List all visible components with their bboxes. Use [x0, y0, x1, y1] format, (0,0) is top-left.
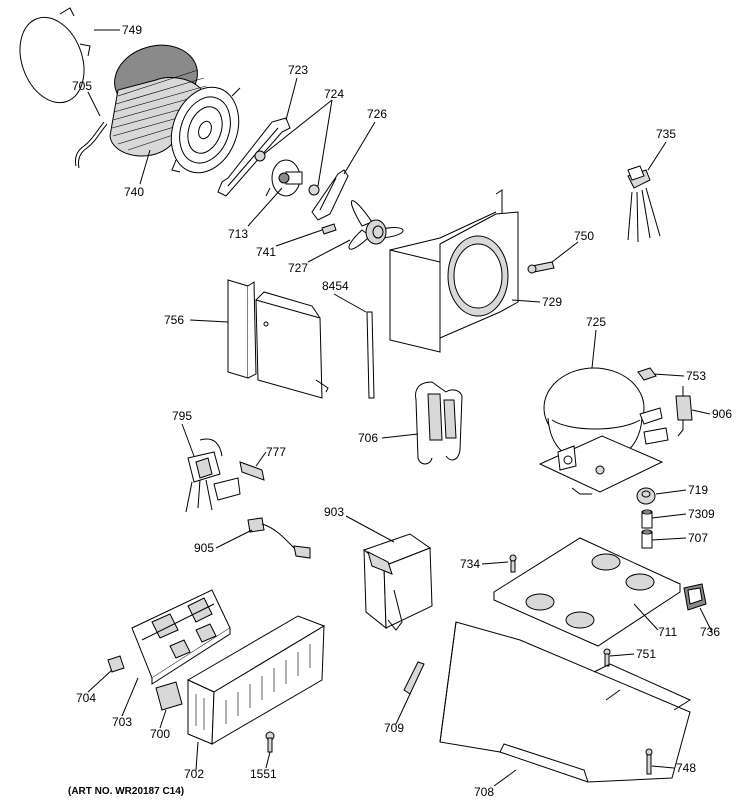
label-749[interactable]: 749 [122, 23, 142, 37]
part-725-compressor [538, 367, 669, 495]
label-8454[interactable]: 8454 [322, 279, 349, 293]
part-8454-strip [366, 311, 375, 399]
label-725[interactable]: 725 [586, 315, 606, 329]
art-number: (ART NO. WR20187 C14) [68, 786, 184, 797]
part-719-grommet [636, 487, 656, 505]
part-705-wire [75, 121, 108, 169]
part-751-screw [603, 648, 611, 667]
part-741-screw [321, 223, 337, 235]
part-724-grommet [254, 150, 320, 196]
label-777[interactable]: 777 [266, 445, 286, 459]
label-905[interactable]: 905 [194, 541, 214, 555]
label-706[interactable]: 706 [358, 431, 378, 445]
part-709-insulation [403, 661, 425, 695]
part-713-motor [265, 159, 303, 197]
part-708-base-pan [439, 621, 692, 783]
part-748-screw [645, 748, 653, 775]
label-724[interactable]: 724 [324, 87, 344, 101]
part-749-cover [19, 7, 91, 104]
label-702[interactable]: 702 [184, 767, 204, 781]
label-7309[interactable]: 7309 [688, 507, 715, 521]
part-727-fan-blade [348, 200, 404, 250]
part-905-harness [247, 517, 311, 559]
label-748[interactable]: 748 [676, 761, 696, 775]
part-729-shroud [389, 189, 519, 353]
label-711[interactable]: 711 [658, 625, 677, 639]
part-740-condenser [109, 44, 241, 174]
part-903-module [362, 533, 433, 631]
label-704[interactable]: 704 [76, 691, 96, 705]
label-723[interactable]: 723 [288, 63, 308, 77]
part-700-relay [155, 681, 183, 711]
label-735[interactable]: 735 [656, 127, 676, 141]
label-719[interactable]: 719 [688, 483, 708, 497]
part-702-cover [186, 615, 326, 745]
label-700[interactable]: 700 [150, 727, 170, 741]
label-903[interactable]: 903 [324, 505, 344, 519]
label-1551[interactable]: 1551 [250, 767, 277, 781]
label-753[interactable]: 753 [686, 369, 706, 383]
part-777-bracket [239, 461, 265, 481]
label-703[interactable]: 703 [112, 715, 132, 729]
label-708[interactable]: 708 [474, 785, 494, 799]
part-735-harness [627, 165, 661, 243]
part-795-valve [185, 438, 241, 513]
label-906[interactable]: 906 [712, 407, 732, 421]
callout-labels: 749 705 740 723 724 726 713 741 727 735 … [72, 23, 732, 799]
part-906-dryer [675, 386, 693, 437]
label-736[interactable]: 736 [700, 625, 720, 639]
label-705[interactable]: 705 [72, 79, 92, 93]
part-750-screw [527, 261, 555, 274]
label-741[interactable]: 741 [256, 245, 276, 259]
label-740[interactable]: 740 [124, 185, 144, 199]
label-713[interactable]: 713 [228, 227, 248, 241]
label-756[interactable]: 756 [164, 313, 184, 327]
label-727[interactable]: 727 [288, 261, 308, 275]
label-751[interactable]: 751 [636, 647, 656, 661]
label-750[interactable]: 750 [574, 229, 594, 243]
leader-lines [87, 29, 713, 787]
label-707[interactable]: 707 [688, 531, 708, 545]
part-707-spacer [641, 529, 653, 549]
part-734-screw [509, 554, 517, 573]
part-706-tube [415, 381, 463, 465]
label-734[interactable]: 734 [460, 557, 480, 571]
part-736-switch [683, 583, 707, 611]
label-795[interactable]: 795 [172, 409, 192, 423]
part-726-bracket [311, 169, 349, 221]
part-756-shield [227, 279, 329, 399]
part-753-clip [637, 367, 657, 381]
part-7309-sleeve [641, 509, 653, 529]
part-703-board [131, 589, 231, 685]
part-1551-screw [265, 731, 275, 753]
label-726[interactable]: 726 [367, 107, 387, 121]
label-729[interactable]: 729 [542, 295, 562, 309]
part-711-base [492, 537, 682, 647]
part-723-bracket [217, 117, 291, 197]
part-704-clip [107, 655, 125, 673]
label-709[interactable]: 709 [384, 721, 404, 735]
